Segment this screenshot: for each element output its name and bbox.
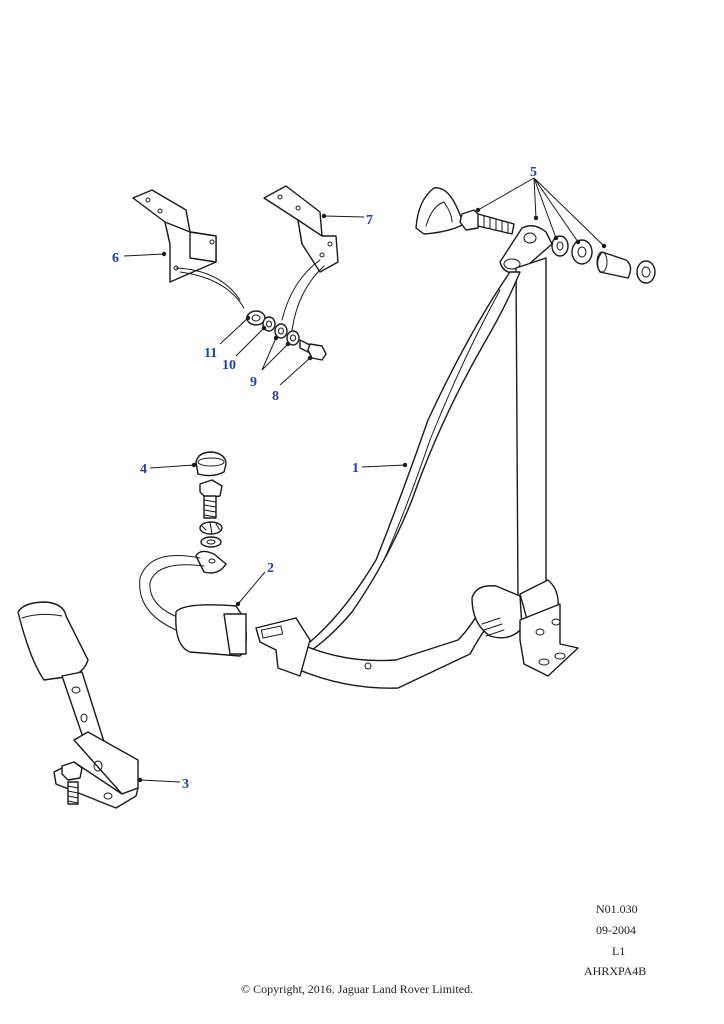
- anchor-assembly-5: [415, 187, 656, 284]
- fastener-stack-upper: [246, 310, 327, 361]
- bracket-7: [263, 185, 339, 331]
- callout-1: 1: [352, 461, 359, 476]
- diagram-level: L1: [612, 944, 625, 958]
- callout-3: 3: [182, 777, 189, 792]
- callout-10: 10: [222, 358, 236, 373]
- copyright-notice: © Copyright, 2016. Jaguar Land Rover Lim…: [241, 982, 473, 996]
- seat-belt-1: [255, 225, 579, 689]
- bracket-6: [132, 189, 245, 309]
- buckle-2: [139, 550, 247, 657]
- diagram-ref: N01.030: [596, 902, 638, 916]
- callout-4: 4: [140, 462, 147, 477]
- callout-2: 2: [267, 561, 274, 576]
- callout-11: 11: [204, 346, 217, 361]
- callout-6: 6: [112, 251, 119, 266]
- callout-5: 5: [530, 165, 537, 180]
- diagram-date: 09-2004: [596, 923, 636, 937]
- callout-7: 7: [366, 213, 373, 228]
- callout-9: 9: [250, 375, 257, 390]
- callout-8: 8: [272, 389, 279, 404]
- leader-lines: [123, 177, 607, 783]
- fastener-stack-4: [195, 451, 227, 548]
- buckle-3: [17, 601, 139, 809]
- diagram-code: AHRXPA4B: [584, 964, 646, 978]
